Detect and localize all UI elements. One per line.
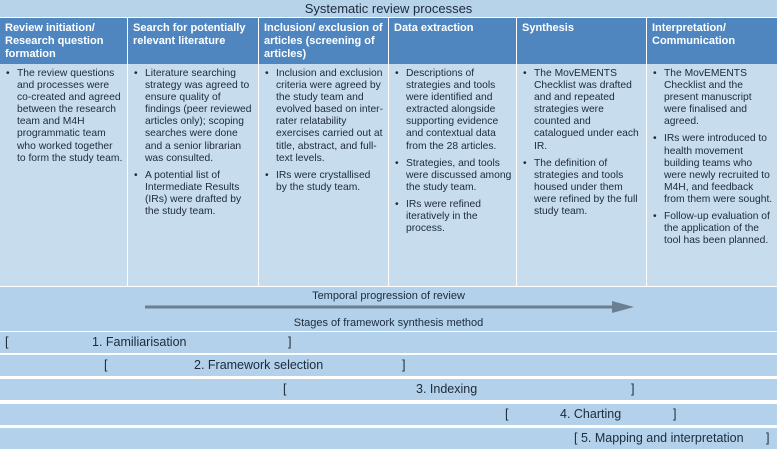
temporal-progression-arrow-icon (145, 301, 634, 313)
stage-open-bracket: [ (5, 335, 9, 349)
column-heading: Review initiation/ Research question for… (0, 18, 127, 64)
stage-close-bracket: ] (631, 382, 635, 396)
column-body: Descriptions of strategies and tools wer… (389, 64, 516, 286)
temporal-progression-band: Temporal progression of review (0, 287, 777, 315)
column-review-initiation: Review initiation/ Research question for… (0, 18, 128, 286)
column-synthesis: Synthesis The MovEMENTS Checklist was dr… (517, 18, 647, 286)
column-heading: Inclusion/ exclusion of articles (screen… (259, 18, 388, 64)
stage-close-bracket: ] (766, 431, 770, 445)
stage-label: [ 5. Mapping and interpretation (574, 431, 744, 445)
stages-heading: Stages of framework synthesis method (0, 315, 777, 331)
stage-row-familiarisation: [ 1. Familiarisation ] (0, 332, 777, 353)
column-body: Literature searching strategy was agreed… (128, 64, 258, 286)
stage-row-mapping-interpretation: [ 5. Mapping and interpretation ] (0, 428, 777, 449)
stage-label: 4. Charting (560, 407, 622, 421)
bullet-item: IRs were refined iteratively in the proc… (391, 199, 512, 235)
column-inclusion-exclusion: Inclusion/ exclusion of articles (screen… (259, 18, 389, 286)
column-data-extraction: Data extraction Descriptions of strategi… (389, 18, 517, 286)
stage-row-charting: [ 4. Charting ] (0, 404, 777, 425)
bullet-item: The definition of strategies and tools h… (519, 158, 642, 218)
diagram-title: Systematic review processes (0, 0, 777, 17)
process-columns: Review initiation/ Research question for… (0, 18, 777, 286)
column-heading: Search for potentially relevant literatu… (128, 18, 258, 64)
column-body: The review questions and processes were … (0, 64, 127, 286)
stage-row-framework-selection: [ 2. Framework selection ] (0, 355, 777, 376)
bullet-item: Descriptions of strategies and tools wer… (391, 68, 512, 153)
column-heading: Synthesis (517, 18, 646, 64)
column-interpretation: Interpretation/ Communication The MovEME… (647, 18, 777, 286)
bullet-item: Follow-up evaluation of the application … (649, 211, 773, 247)
bullet-item: Inclusion and exclusion criteria were ag… (261, 68, 384, 165)
stage-label: 3. Indexing (416, 382, 478, 396)
stage-row-indexing: [ 3. Indexing ] (0, 379, 777, 400)
bullet-item: IRs were crystallised by the study team. (261, 170, 384, 194)
stage-label: 1. Familiarisation (92, 335, 187, 349)
bullet-item: The MovEMENTS Checklist and the present … (649, 68, 773, 128)
stage-open-bracket: [ (104, 358, 108, 372)
stage-open-bracket: [ (505, 407, 509, 421)
column-body: The MovEMENTS Checklist was drafted and … (517, 64, 646, 286)
bullet-item: IRs were introduced to health movement b… (649, 133, 773, 206)
column-body: The MovEMENTS Checklist and the present … (647, 64, 777, 286)
stage-close-bracket: ] (288, 335, 292, 349)
column-heading: Data extraction (389, 18, 516, 64)
column-heading: Interpretation/ Communication (647, 18, 777, 64)
column-literature-search: Search for potentially relevant literatu… (128, 18, 259, 286)
bullet-item: The review questions and processes were … (2, 68, 123, 165)
column-body: Inclusion and exclusion criteria were ag… (259, 64, 388, 286)
stage-close-bracket: ] (402, 358, 406, 372)
bullet-item: The MovEMENTS Checklist was drafted and … (519, 68, 642, 153)
stage-label: 2. Framework selection (194, 358, 324, 372)
stage-open-bracket: [ (283, 382, 287, 396)
bullet-item: Literature searching strategy was agreed… (130, 68, 254, 165)
bullet-item: Strategies, and tools were discussed amo… (391, 158, 512, 194)
bullet-item: A potential list of Intermediate Results… (130, 170, 254, 218)
stage-close-bracket: ] (673, 407, 677, 421)
temporal-progression-label: Temporal progression of review (312, 290, 465, 302)
